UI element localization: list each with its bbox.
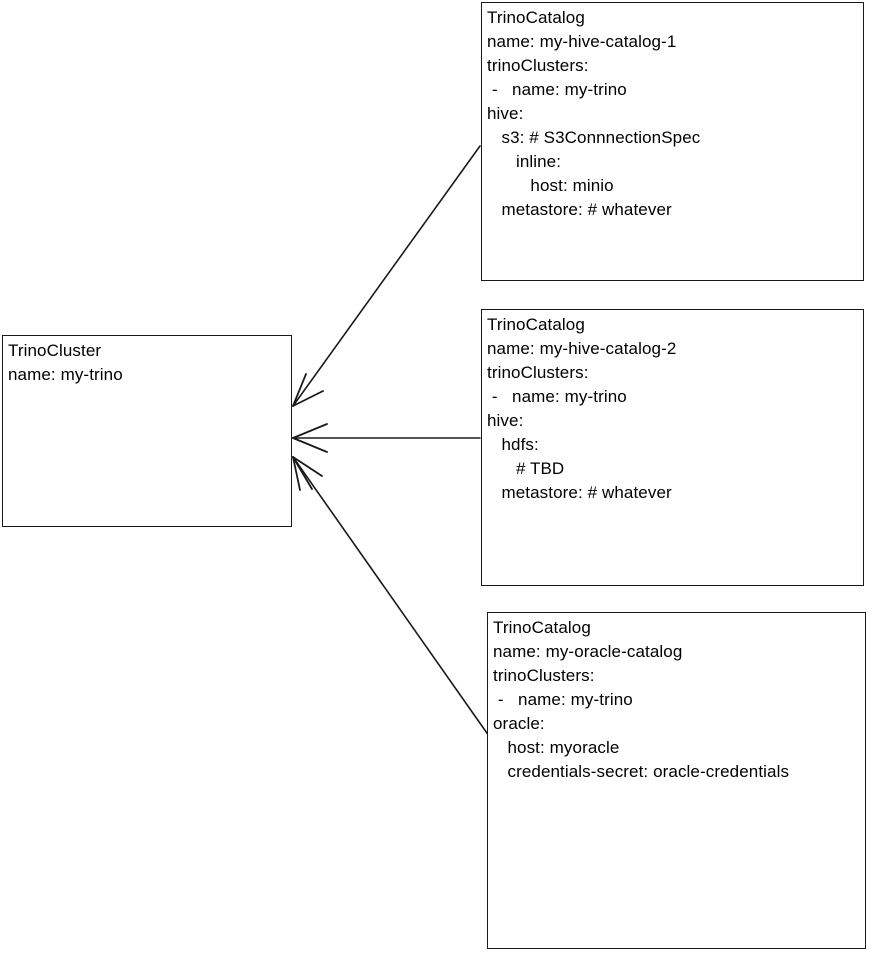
node-trino-catalog-hive-1[interactable]: TrinoCatalog name: my-hive-catalog-1 tri… xyxy=(481,2,864,281)
node-trino-cluster[interactable]: TrinoCluster name: my-trino xyxy=(2,335,292,527)
arrowhead-cluster-from-catalog-3 xyxy=(292,456,323,491)
node-trino-catalog-hive-2-text: TrinoCatalog name: my-hive-catalog-2 tri… xyxy=(487,315,677,502)
node-trino-cluster-text: TrinoCluster name: my-trino xyxy=(8,341,123,384)
node-trino-catalog-oracle[interactable]: TrinoCatalog name: my-oracle-catalog tri… xyxy=(487,612,866,949)
node-trino-catalog-oracle-text: TrinoCatalog name: my-oracle-catalog tri… xyxy=(493,618,790,781)
edge-catalog-3-to-cluster xyxy=(292,456,490,737)
node-trino-catalog-hive-2[interactable]: TrinoCatalog name: my-hive-catalog-2 tri… xyxy=(481,309,864,586)
edge-catalog-1-to-cluster xyxy=(292,145,481,407)
node-trino-catalog-hive-1-text: TrinoCatalog name: my-hive-catalog-1 tri… xyxy=(487,8,701,219)
arrowhead-cluster-from-catalog-2 xyxy=(292,423,328,453)
arrowhead-cluster-from-catalog-1 xyxy=(292,373,324,407)
